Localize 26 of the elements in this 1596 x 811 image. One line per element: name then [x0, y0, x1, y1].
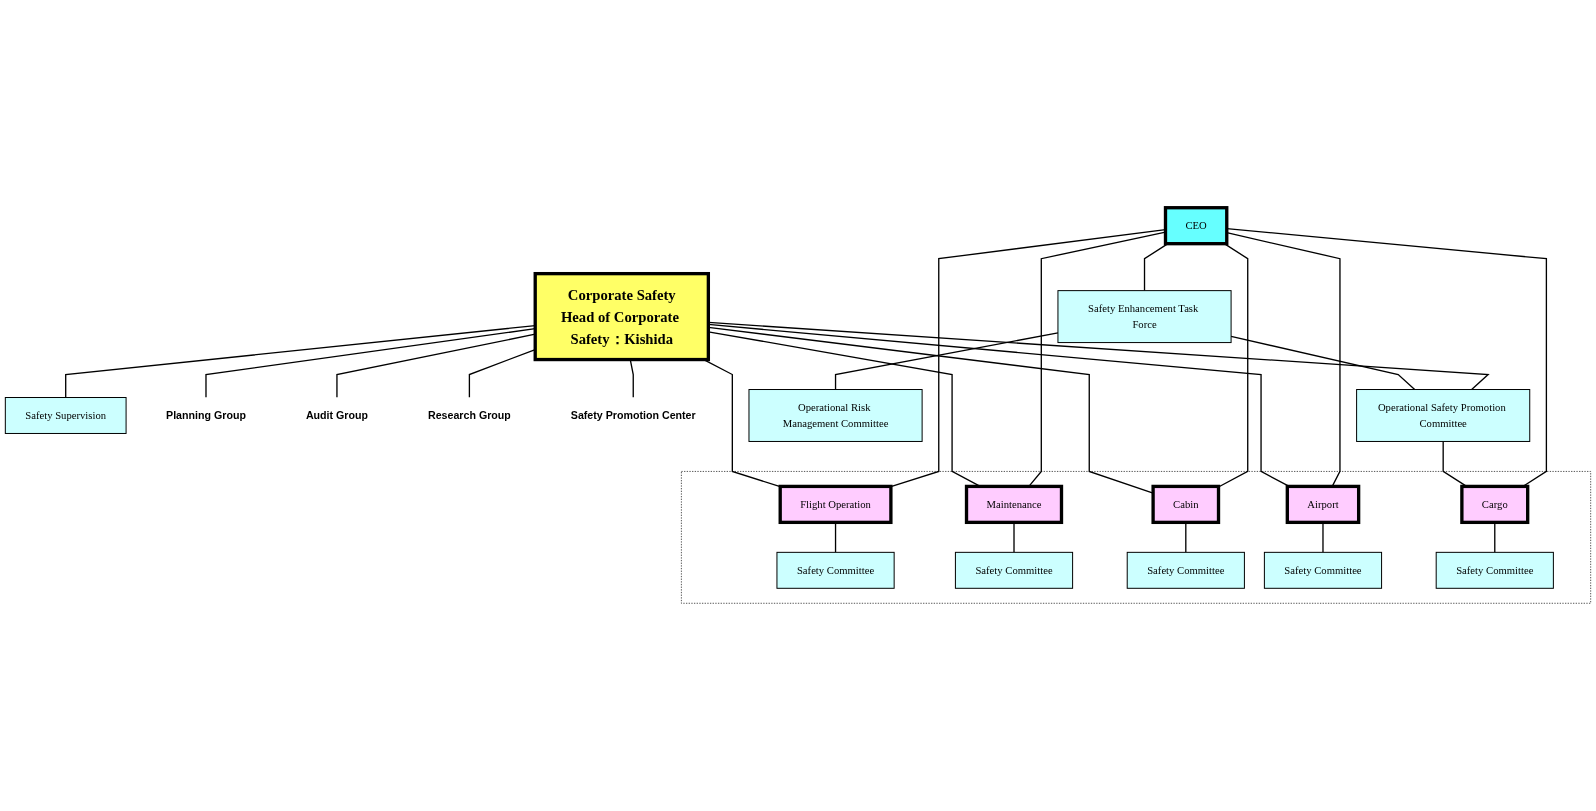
connector — [890, 228, 1167, 488]
node-box: Safety Committee — [954, 551, 1074, 589]
connector — [1217, 243, 1249, 488]
cluster — [681, 471, 1591, 604]
connector — [703, 358, 781, 488]
node-box: Safety Committee — [1435, 551, 1554, 589]
node-text: Safety Promotion Center — [570, 409, 696, 421]
node-box: Operational Risk Management Committee — [748, 389, 923, 442]
node-box: Safety Committee — [1263, 551, 1383, 589]
node-box: Operational Safety Promotion Committee — [1356, 389, 1531, 442]
node-text: Audit Group — [305, 409, 369, 421]
node-box: Airport — [1285, 484, 1361, 525]
node-box: Cargo — [1460, 484, 1530, 525]
node-box: Safety Supervision — [4, 397, 127, 434]
node-text: Planning Group — [166, 409, 246, 421]
node-box: Maintenance — [964, 484, 1064, 525]
node-box: Flight Operation — [778, 484, 893, 525]
node-text: Research Group — [427, 409, 511, 421]
connector — [834, 332, 1059, 391]
node-box: Corporate Safety Head of Corporate Safety：Kishida — [533, 272, 710, 362]
connector — [1230, 335, 1416, 391]
node-box: Safety Enhancement Task Force — [1057, 290, 1232, 344]
node-box: CEO — [1163, 206, 1229, 246]
node-box: Safety Committee — [1126, 551, 1245, 589]
node-box: Cabin — [1151, 484, 1221, 525]
node-box: Safety Committee — [776, 551, 895, 589]
